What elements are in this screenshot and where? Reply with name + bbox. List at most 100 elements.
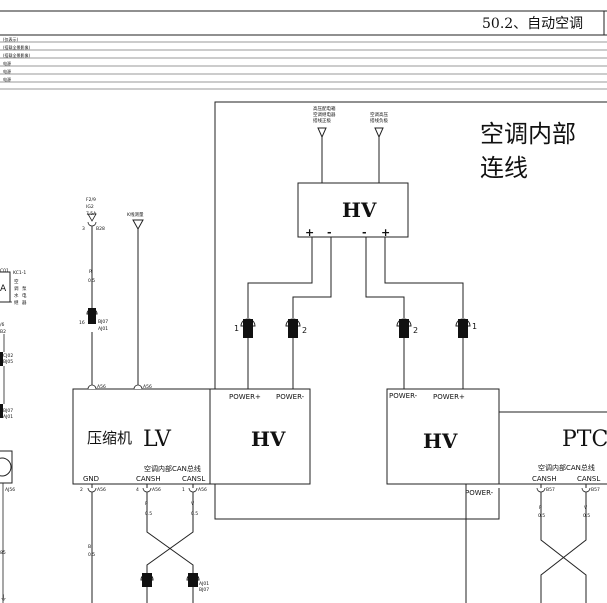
svg-text:F2/9: F2/9 bbox=[86, 197, 96, 203]
ptc-power-minus-bottom: POWER- bbox=[465, 489, 494, 497]
hv-connector-3: 2 bbox=[396, 318, 418, 338]
svg-text:1: 1 bbox=[234, 324, 239, 333]
svg-text:P: P bbox=[145, 501, 148, 507]
legend-row-3: (搭载全景影像) bbox=[3, 52, 31, 58]
compressor-gnd: GND bbox=[83, 475, 99, 483]
svg-text:AJ01: AJ01 bbox=[3, 414, 13, 420]
svg-text:空调继电器: 空调继电器 bbox=[313, 111, 336, 118]
hv-connector-4: 1 bbox=[455, 318, 477, 338]
svg-text:0.5: 0.5 bbox=[583, 513, 590, 519]
svg-text:搭线负极: 搭线负极 bbox=[370, 117, 388, 124]
legend-row-1: (仅表示) bbox=[3, 36, 19, 42]
hv-output-wires bbox=[247, 237, 464, 389]
compressor-bottom-connector: AJ01 BJ07 bbox=[140, 573, 209, 593]
ptc-hv-label: HV bbox=[423, 429, 458, 453]
svg-text:1: 1 bbox=[182, 487, 185, 493]
hv-terminal-4: + bbox=[381, 226, 390, 239]
svg-text:2: 2 bbox=[80, 487, 83, 493]
left-fuse-circuit bbox=[91, 219, 144, 389]
svg-text:AJ01: AJ01 bbox=[199, 581, 209, 587]
svg-text:BJ05: BJ05 bbox=[3, 359, 13, 365]
page-header: 50.2、自动空调 bbox=[0, 10, 607, 36]
svg-text:泵: 泵 bbox=[22, 286, 27, 292]
svg-text:B: B bbox=[88, 544, 91, 550]
compressor-name: 压缩机 bbox=[87, 429, 132, 447]
svg-text:水: 水 bbox=[14, 292, 19, 299]
ptc-can-l: CANSL bbox=[577, 475, 600, 483]
hv-connector-1: 1 bbox=[234, 318, 256, 338]
left-edge-fragment: A KC1-1 C01 空 调 水 泵 继 电 器 /6 B2 CJ02 BJ0… bbox=[0, 268, 27, 603]
svg-text:4: 4 bbox=[136, 487, 139, 493]
svg-text:A56: A56 bbox=[198, 487, 207, 493]
ptc-can-h: CANSH bbox=[532, 475, 557, 483]
svg-text:3: 3 bbox=[82, 226, 85, 232]
svg-text:0.5: 0.5 bbox=[88, 278, 95, 284]
hv-terminal-2: - bbox=[327, 226, 332, 239]
ptc-module: HV PTC POWER- POWER+ POWER- 空调内部CAN总线 CA… bbox=[386, 388, 607, 497]
svg-text:2: 2 bbox=[413, 326, 418, 335]
ptc-name: PTC bbox=[562, 427, 607, 452]
svg-text:7.5A: 7.5A bbox=[86, 211, 97, 217]
compressor-power-plus: POWER+ bbox=[229, 393, 261, 401]
svg-text:0.5: 0.5 bbox=[191, 511, 198, 517]
svg-text:AJ01: AJ01 bbox=[98, 326, 108, 332]
svg-text:/6: /6 bbox=[0, 322, 5, 328]
ptc-power-plus: POWER+ bbox=[433, 393, 465, 401]
ptc-power-minus: POWER- bbox=[389, 392, 418, 400]
compressor-bus-label: 空调内部CAN总线 bbox=[144, 464, 201, 473]
fuse-labels: F2/9 IG2 7.5A 3 B28 R 0.5 K线测量 bbox=[82, 197, 144, 284]
hv-terminal-3: - bbox=[362, 226, 367, 239]
svg-text:AJ56: AJ56 bbox=[5, 487, 15, 493]
svg-text:KC1-1: KC1-1 bbox=[13, 270, 26, 276]
svg-text:继: 继 bbox=[14, 299, 19, 306]
svg-text:空调高压: 空调高压 bbox=[370, 111, 388, 118]
svg-text:调: 调 bbox=[14, 285, 19, 292]
compressor-power-minus: POWER- bbox=[276, 393, 305, 401]
svg-text:16: 16 bbox=[79, 320, 85, 326]
edge-ground-icon: ⏚ bbox=[0, 594, 7, 602]
internal-frame bbox=[214, 101, 607, 520]
ptc-pin-markers bbox=[536, 487, 591, 493]
svg-text:器: 器 bbox=[22, 300, 27, 306]
compressor-pin-markers bbox=[87, 487, 198, 493]
ptc-pin-labels: B57 B57 P 0.5 V 0.5 bbox=[538, 487, 600, 519]
svg-text:A56: A56 bbox=[143, 384, 152, 390]
svg-text:BJ07: BJ07 bbox=[3, 408, 13, 414]
hv-top-label: HV bbox=[342, 198, 377, 222]
svg-text:B2: B2 bbox=[0, 329, 6, 335]
svg-text:A56: A56 bbox=[152, 487, 161, 493]
svg-text:2: 2 bbox=[302, 326, 307, 335]
ptc-can-wires bbox=[465, 484, 587, 603]
section-title: 50.2、自动空调 bbox=[482, 16, 583, 32]
svg-text:R: R bbox=[89, 269, 92, 275]
legend-row-5: 电源 bbox=[3, 68, 11, 74]
svg-text:B57: B57 bbox=[546, 487, 555, 493]
ptc-bus-label: 空调内部CAN总线 bbox=[538, 463, 595, 472]
frame-title-line-1: 空调内部 bbox=[480, 120, 576, 148]
hv-top-module: HV + - - + bbox=[297, 182, 409, 239]
compressor-pin-labels: 2 A56 4 A56 1 A56 P 0.5 V 0.5 bbox=[80, 487, 207, 517]
compressor-hv-label: HV bbox=[251, 427, 286, 451]
svg-text:B57: B57 bbox=[591, 487, 600, 493]
svg-text:高压配电箱: 高压配电箱 bbox=[313, 105, 336, 112]
legend-row-4: 电源 bbox=[3, 60, 11, 66]
legend-rows: (仅表示) (搭载全景影像) (搭载全景影像) 电源 电源 电源 bbox=[0, 36, 607, 90]
hv-terminal-1: + bbox=[305, 226, 314, 239]
legend-row-6: 电源 bbox=[3, 76, 11, 82]
svg-text:0.5: 0.5 bbox=[538, 513, 545, 519]
compressor-can-h: CANSH bbox=[136, 475, 161, 483]
svg-text:C01: C01 bbox=[0, 268, 9, 274]
compressor-module: 压缩机 LV HV POWER+ POWER- 空调内部CAN总线 GND CA… bbox=[72, 388, 311, 485]
compressor-lv-label: LV bbox=[143, 427, 172, 452]
svg-text:A56: A56 bbox=[97, 384, 106, 390]
svg-text:P: P bbox=[539, 505, 542, 511]
hv-input-labels: 高压配电箱 空调继电器 搭线正极 空调高压 搭线负极 bbox=[313, 105, 388, 124]
svg-text:IG2: IG2 bbox=[86, 204, 94, 210]
svg-text:BJ07: BJ07 bbox=[98, 319, 108, 325]
svg-text:K线测量: K线测量 bbox=[127, 211, 144, 218]
hv-input-arrows bbox=[317, 127, 384, 183]
svg-text:B28: B28 bbox=[96, 226, 105, 232]
svg-text:电: 电 bbox=[22, 292, 27, 299]
